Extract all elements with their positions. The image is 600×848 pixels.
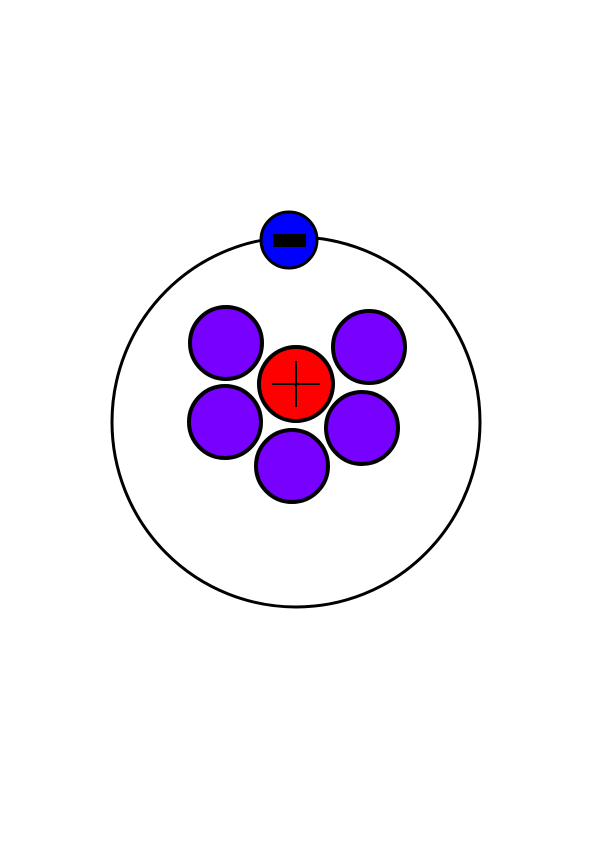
neutron-2	[331, 309, 407, 385]
neutron-5	[254, 428, 330, 504]
proton	[257, 345, 335, 423]
neutron-4	[324, 390, 400, 466]
minus-icon	[273, 234, 306, 247]
neutron-1	[188, 305, 264, 381]
neutron-3	[187, 384, 263, 460]
electron	[259, 210, 319, 270]
